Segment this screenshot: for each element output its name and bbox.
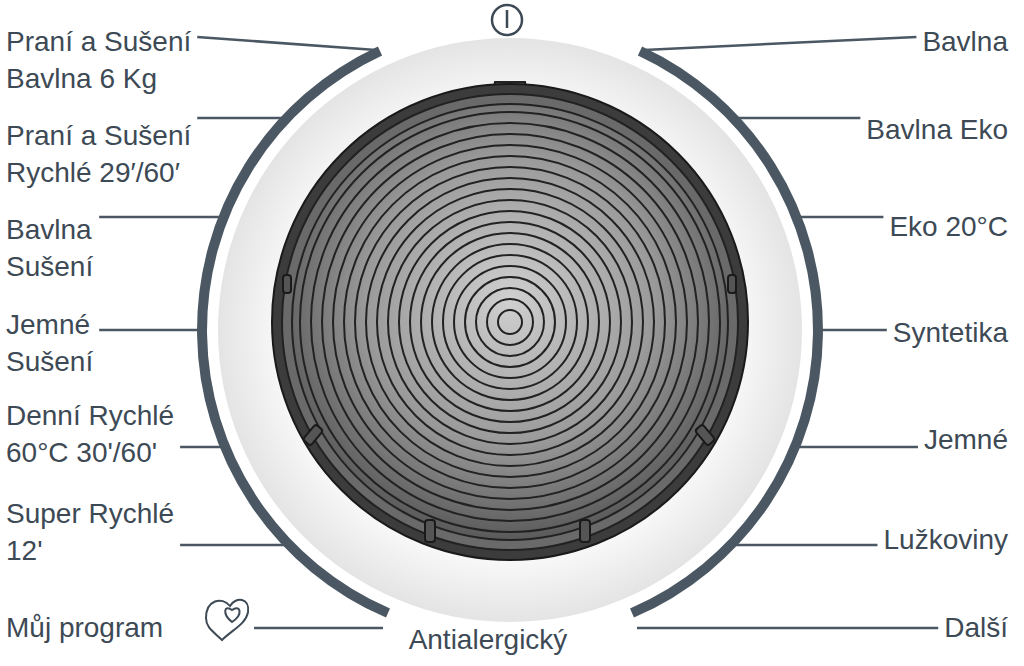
drum-ring: [432, 244, 588, 400]
program-label: Lužkoviny: [808, 521, 1008, 558]
drum-ring: [300, 112, 720, 532]
drum-ring: [355, 167, 665, 477]
dial-face: [218, 38, 802, 622]
program-label: Super Rychlé 12': [6, 495, 176, 569]
leader-line: [180, 544, 287, 547]
rim-notches: [283, 275, 736, 542]
power-symbol: [492, 5, 522, 35]
leader-line: [821, 329, 887, 332]
drum-ring: [498, 310, 522, 334]
leader-line: [99, 329, 199, 332]
leader-line: [197, 37, 376, 50]
program-label: Můj program: [6, 609, 206, 646]
drum-ring: [377, 189, 643, 455]
drum-ring: [388, 200, 632, 444]
program-label: Jemné: [808, 421, 1008, 458]
leader-line: [799, 216, 883, 219]
drum-ring: [454, 266, 566, 378]
drum-rim: [282, 94, 738, 550]
leader-line: [197, 117, 284, 120]
program-label: Další: [808, 609, 1008, 646]
program-label: Jemné Sušení: [6, 306, 141, 380]
program-label: Praní a Sušení Rychlé 29′/60′: [6, 117, 241, 191]
program-label: Syntetika: [808, 314, 1008, 351]
program-label: Bavlna Sušení: [6, 211, 141, 285]
program-label: Praní a Sušení Bavlna 6 Kg: [6, 23, 241, 97]
drum-ring: [333, 145, 687, 499]
program-label: Eko 20°C: [808, 208, 1008, 245]
drum-face: [292, 104, 728, 540]
program-label: Antialergický: [368, 621, 608, 658]
program-label: Bavlna Eko: [808, 111, 1008, 148]
drum-ring: [311, 123, 709, 521]
leader-line: [644, 37, 916, 50]
leader-line: [736, 117, 860, 120]
program-label: Bavlna: [808, 23, 1008, 60]
leader-line: [254, 627, 383, 630]
drum-ring: [399, 211, 621, 433]
drum-ring: [410, 222, 610, 422]
drum-ring: [476, 288, 544, 356]
drum-ring: [487, 299, 533, 345]
leader-line: [180, 446, 222, 449]
drum-outer: [272, 84, 748, 560]
drum-ring: [366, 178, 654, 466]
drum-rings: [300, 112, 720, 532]
drum-ring: [443, 255, 577, 389]
leader-line: [733, 544, 877, 547]
heart-icon: [206, 600, 248, 640]
leader-line: [637, 627, 938, 630]
drum-ring: [465, 277, 555, 367]
drum-ring: [421, 233, 599, 411]
drum-ring: [322, 134, 698, 510]
drum-ring: [344, 156, 676, 488]
leader-line: [798, 446, 918, 449]
program-label: Denní Rychlé 60°C 30'/60': [6, 397, 231, 471]
leader-line: [99, 216, 221, 219]
